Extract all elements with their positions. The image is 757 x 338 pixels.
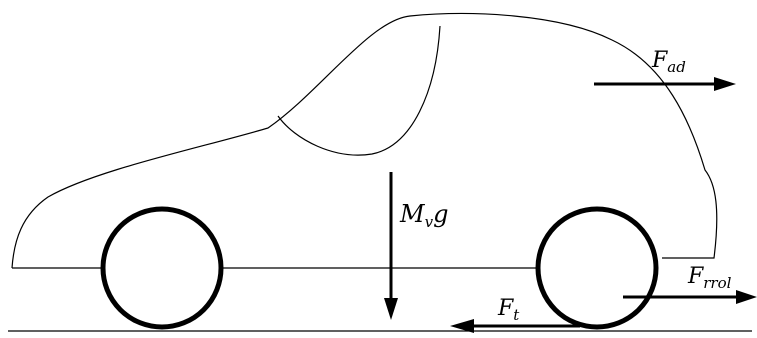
- front-wheel: [100, 206, 224, 330]
- rolling-resistance-label: Frrol: [687, 264, 732, 292]
- weight-arrow: [384, 172, 398, 320]
- weight-label: Mvg: [399, 200, 448, 231]
- window-curve: [277, 25, 441, 156]
- rolling-resistance-arrow: [623, 290, 757, 304]
- aero-drag-label: Fad: [651, 48, 686, 76]
- traction-force-label: Ft: [497, 296, 520, 324]
- rear-wheel: [535, 206, 659, 330]
- car-body-outline: [11, 12, 718, 269]
- aero-drag-arrow: [594, 77, 736, 91]
- traction-force-arrow: [450, 319, 580, 333]
